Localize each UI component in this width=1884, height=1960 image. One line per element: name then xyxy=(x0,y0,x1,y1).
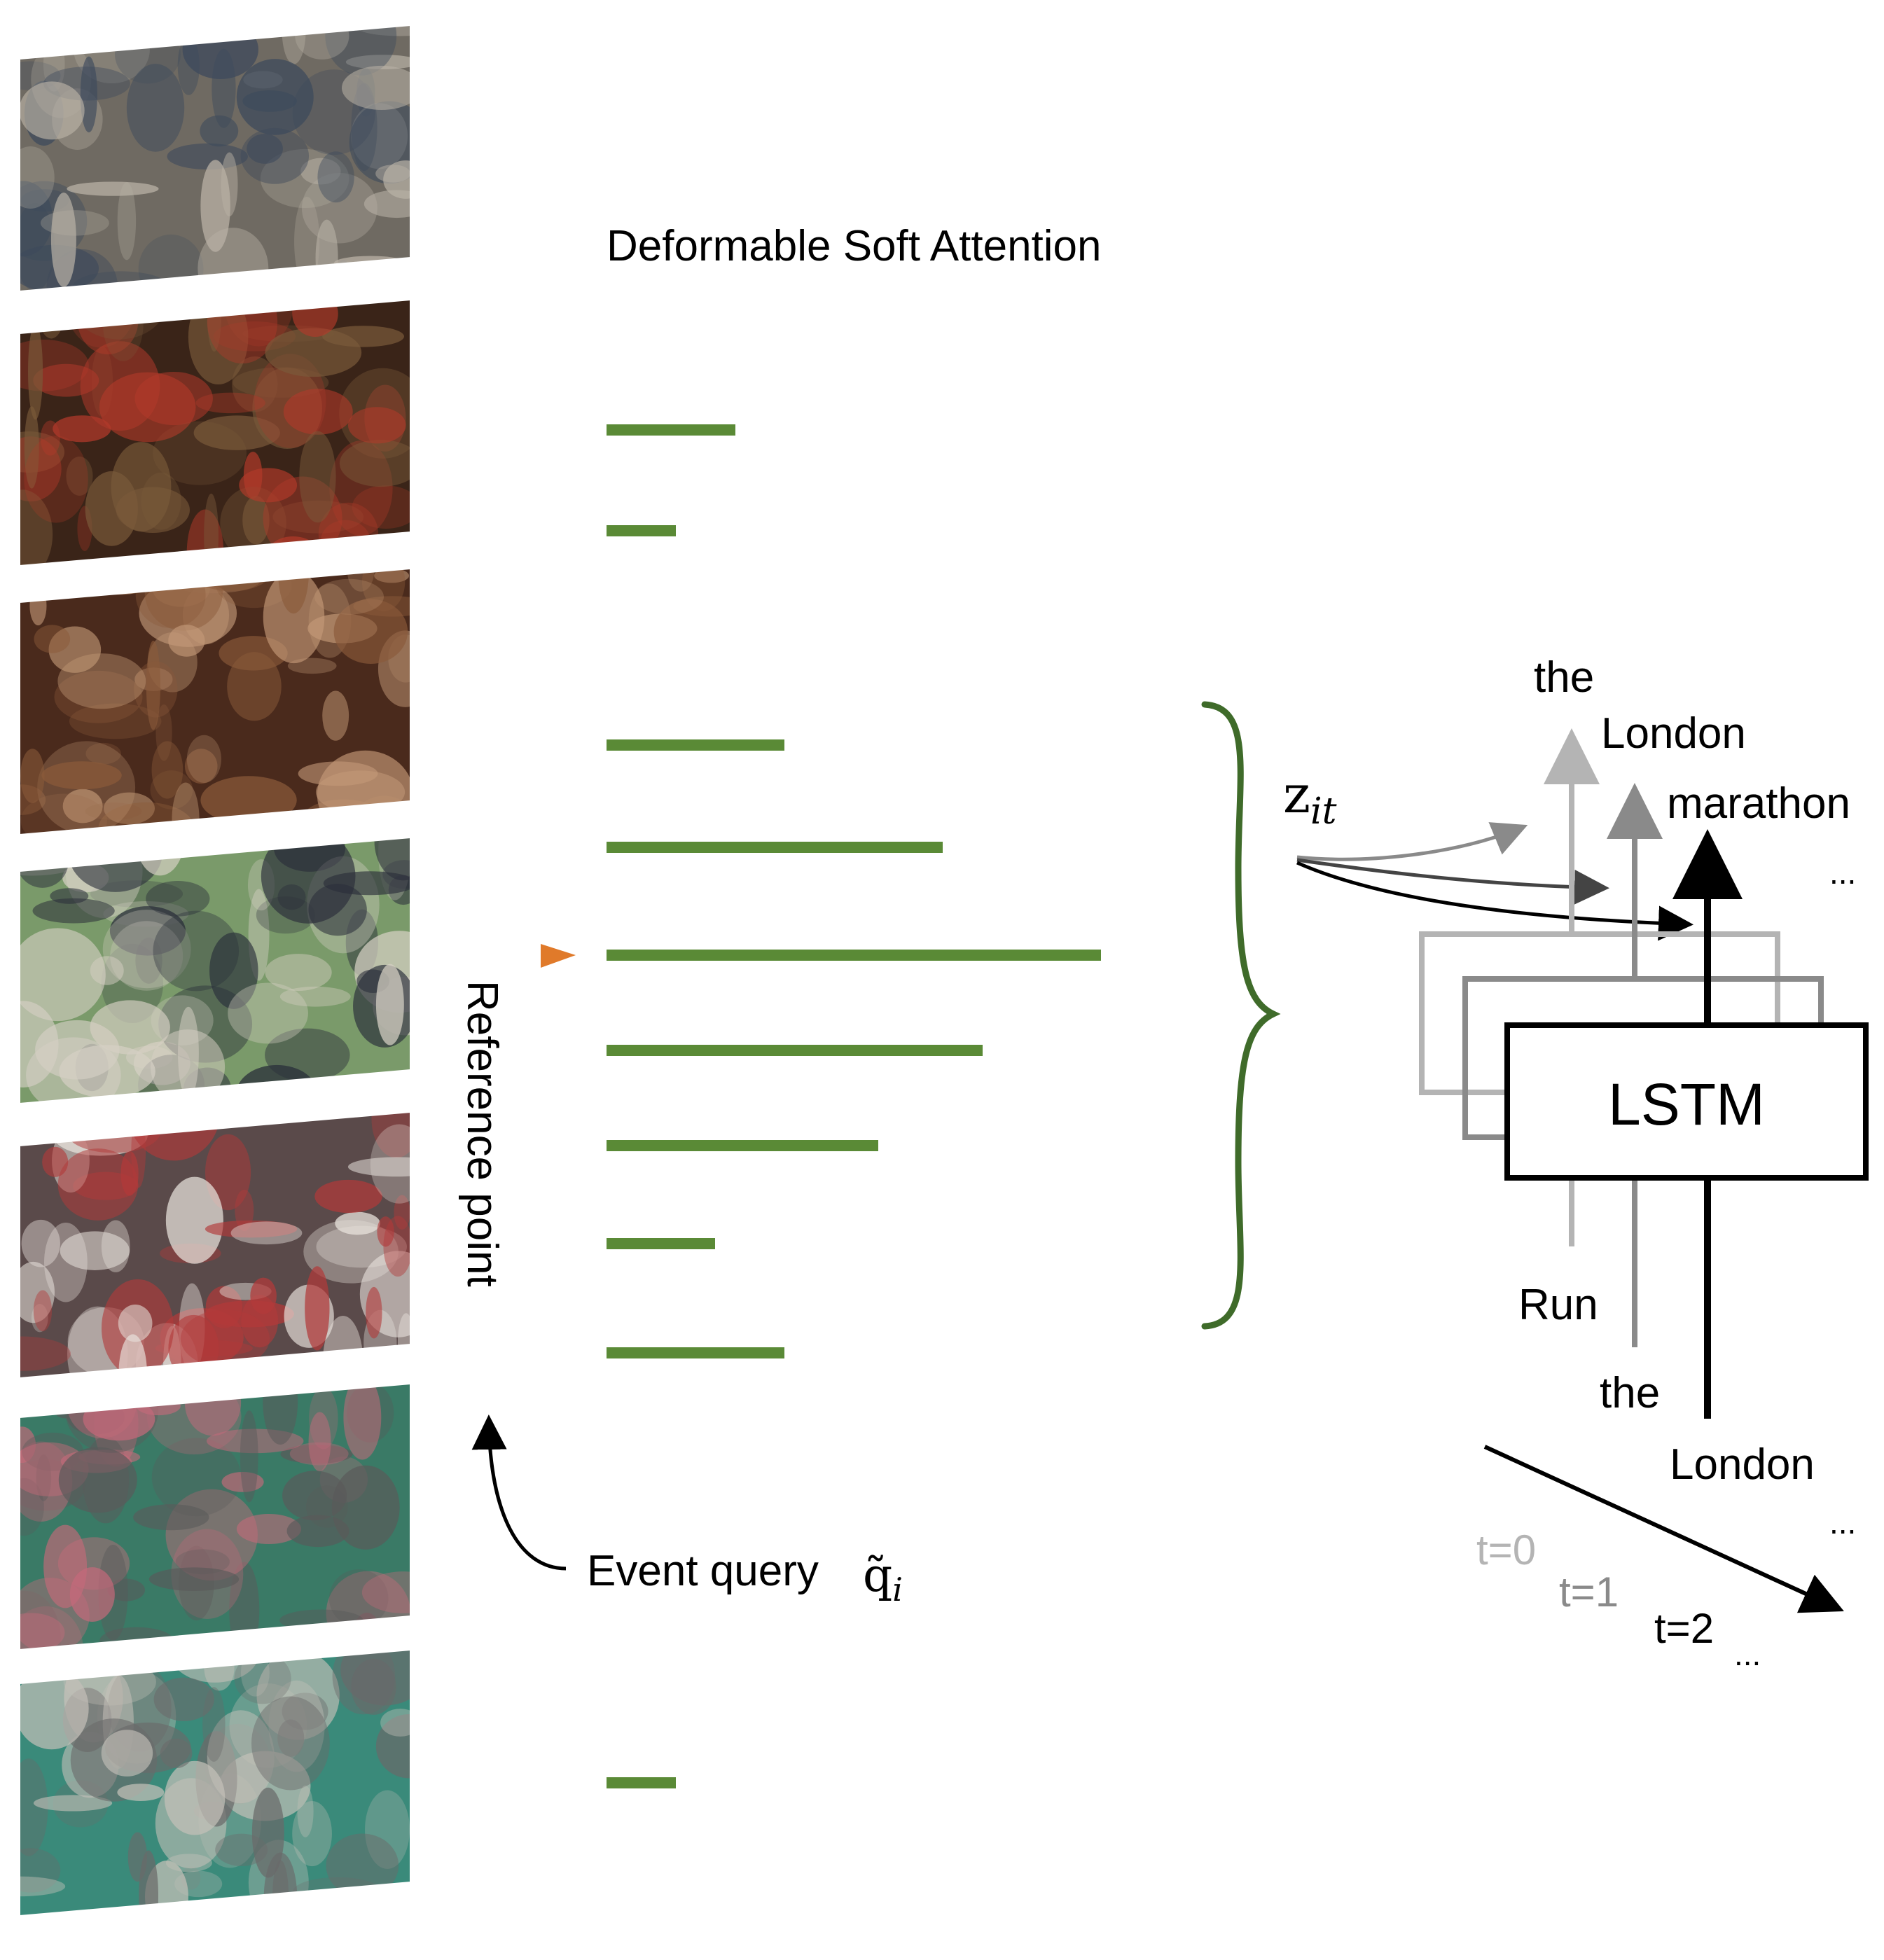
attention-bar xyxy=(607,525,676,536)
time-label-t0: t=0 xyxy=(1476,1527,1536,1573)
attention-bar xyxy=(607,842,943,853)
output-word-t2: marathon xyxy=(1667,779,1850,828)
time-label-t1: t=1 xyxy=(1559,1569,1619,1615)
attention-bar xyxy=(607,1777,676,1788)
attention-bar xyxy=(607,1347,784,1358)
attention-bar xyxy=(607,739,784,751)
event-query-label: Event query xyxy=(587,1547,819,1595)
input-word-t0: Run xyxy=(1518,1281,1598,1329)
output-word-t0: the xyxy=(1534,653,1594,702)
frame-runner-interview xyxy=(19,836,411,1105)
time-ellipsis: ... xyxy=(1734,1636,1761,1672)
frame-pub-man-foil xyxy=(19,298,411,567)
attention-bar xyxy=(607,950,1101,961)
latent-symbol: zit xyxy=(1283,765,1337,833)
output-ellipsis: ... xyxy=(1829,854,1856,891)
frame-runners-street xyxy=(19,1648,411,1917)
event-query-symbol: q̃i xyxy=(863,1548,903,1608)
attention-bar xyxy=(607,1045,983,1056)
attention-bar xyxy=(607,424,735,436)
lstm-box-t2 xyxy=(1504,1022,1869,1181)
latent-arrow-t2 xyxy=(1296,861,1693,941)
time-arrow xyxy=(1483,1445,1844,1613)
attention-bar xyxy=(607,1140,878,1151)
input-ellipsis: ... xyxy=(1829,1504,1856,1541)
latent-arrow-t1 xyxy=(1296,858,1609,905)
video-frames-column xyxy=(19,24,411,1917)
attention-bar xyxy=(607,1238,715,1249)
latent-arrow-t0 xyxy=(1296,822,1528,861)
input-word-t1: the xyxy=(1600,1369,1660,1417)
output-word-t1: London xyxy=(1601,709,1746,758)
attention-title: Deformable Soft Attention xyxy=(607,222,1102,270)
attention-brace xyxy=(1201,701,1281,1330)
frame-drummers xyxy=(19,1111,411,1379)
frame-pub-man-smiling xyxy=(19,567,411,836)
frame-runners-hug xyxy=(19,1382,411,1651)
lstm-label: LSTM xyxy=(1608,1071,1765,1137)
input-word-t2: London xyxy=(1670,1440,1815,1489)
reference-point-label: Reference point xyxy=(458,980,506,1287)
frame-marathon-crowd xyxy=(19,24,411,293)
time-label-t2: t=2 xyxy=(1654,1605,1714,1652)
attention-weights xyxy=(607,424,1101,1788)
reference-point-marker xyxy=(541,944,576,968)
event-query-arrow xyxy=(471,1415,567,1571)
